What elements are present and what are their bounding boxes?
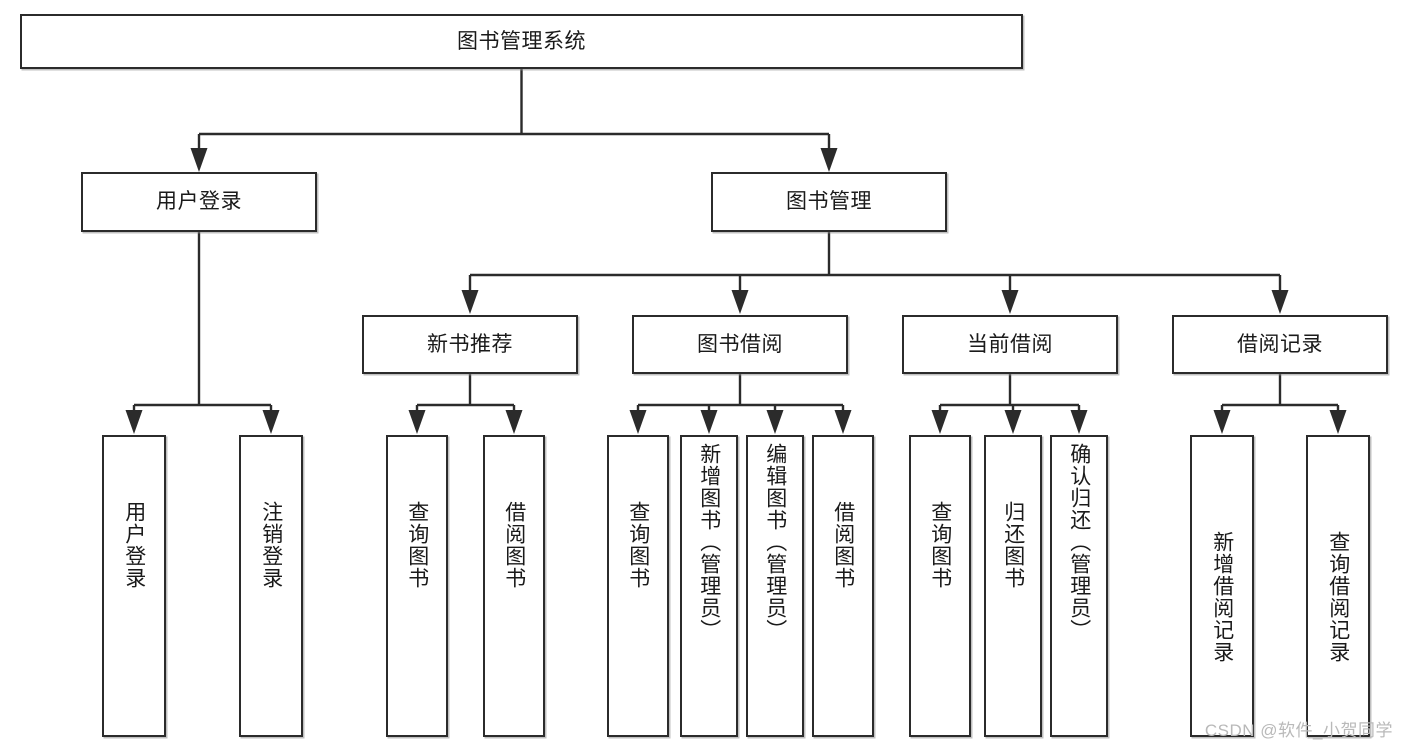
node-label: 借阅图书 [831, 501, 855, 589]
node-label: 用户登录 [156, 190, 242, 214]
node-label: 图书管理系统 [457, 29, 586, 53]
node-leaf-confirm-return-admin[interactable]: 确认归还（管理员） [1050, 435, 1108, 737]
node-book-borrow[interactable]: 图书借阅 [632, 315, 848, 374]
node-leaf-query-borrow-record[interactable]: 查询借阅记录 [1306, 435, 1370, 737]
node-label: 查询图书 [928, 501, 952, 589]
arrow-head-leaf-query-book-3 [931, 410, 949, 434]
arrow-head-leaf-edit-book [766, 410, 784, 434]
node-leaf-borrow-book[interactable]: 借阅图书 [812, 435, 874, 737]
node-label: 图书管理 [786, 190, 872, 214]
node-leaf-borrow-book-rec[interactable]: 借阅图书 [483, 435, 545, 737]
arrow-head-leaf-add-book [700, 410, 718, 434]
node-leaf-query-book-borrow[interactable]: 查询图书 [607, 435, 669, 737]
arrow-head-leaf-query-record [1329, 410, 1347, 434]
arrow-head-leaf-query-book-1 [408, 410, 426, 434]
node-root-system[interactable]: 图书管理系统 [20, 14, 1023, 69]
arrow-head-current-borrow [1001, 290, 1019, 314]
node-label: 查询借阅记录 [1326, 531, 1350, 663]
node-borrow-record[interactable]: 借阅记录 [1172, 315, 1388, 374]
node-new-book-recommend[interactable]: 新书推荐 [362, 315, 578, 374]
node-leaf-add-borrow-record[interactable]: 新增借阅记录 [1190, 435, 1254, 737]
node-book-management[interactable]: 图书管理 [711, 172, 947, 232]
node-leaf-query-book-current[interactable]: 查询图书 [909, 435, 971, 737]
node-label: 查询图书 [405, 501, 429, 589]
arrow-head-leaf-return-book [1004, 410, 1022, 434]
node-label: 编辑图书（管理员） [763, 443, 787, 641]
node-label: 查询图书 [626, 501, 650, 589]
arrow-head-user-login [190, 148, 208, 172]
node-label: 借阅记录 [1237, 332, 1323, 356]
arrow-head-leaf-query-book-2 [629, 410, 647, 434]
node-label: 新增图书（管理员） [697, 443, 721, 641]
arrow-head-leaf-logout [262, 410, 280, 434]
node-current-borrow[interactable]: 当前借阅 [902, 315, 1118, 374]
node-leaf-edit-book-admin[interactable]: 编辑图书（管理员） [746, 435, 804, 737]
arrow-head-leaf-add-record [1213, 410, 1231, 434]
node-label: 确认归还（管理员） [1067, 443, 1091, 641]
arrow-head-book-borrow [731, 290, 749, 314]
arrow-head-leaf-confirm-return [1070, 410, 1088, 434]
node-label: 图书借阅 [697, 332, 783, 356]
node-leaf-return-book[interactable]: 归还图书 [984, 435, 1042, 737]
watermark: CSDN @软件_小贺同学 [1204, 721, 1393, 740]
node-label: 用户登录 [122, 501, 146, 589]
node-label: 借阅图书 [502, 501, 526, 589]
arrow-head-leaf-user-login [125, 410, 143, 434]
arrow-head-borrow-record [1271, 290, 1289, 314]
arrow-head-leaf-borrow-book-1 [505, 410, 523, 434]
node-label: 当前借阅 [967, 332, 1053, 356]
node-user-login[interactable]: 用户登录 [81, 172, 317, 232]
arrow-head-leaf-borrow-book-2 [834, 410, 852, 434]
node-leaf-logout[interactable]: 注销登录 [239, 435, 303, 737]
arrow-head-book-mgmt [820, 148, 838, 172]
node-label: 归还图书 [1001, 501, 1025, 589]
node-label: 新增借阅记录 [1210, 531, 1234, 663]
node-leaf-query-book-rec[interactable]: 查询图书 [386, 435, 448, 737]
node-label: 新书推荐 [427, 332, 513, 356]
node-leaf-add-book-admin[interactable]: 新增图书（管理员） [680, 435, 738, 737]
node-leaf-user-login[interactable]: 用户登录 [102, 435, 166, 737]
arrow-head-new-book-rec [461, 290, 479, 314]
node-label: 注销登录 [259, 501, 283, 589]
